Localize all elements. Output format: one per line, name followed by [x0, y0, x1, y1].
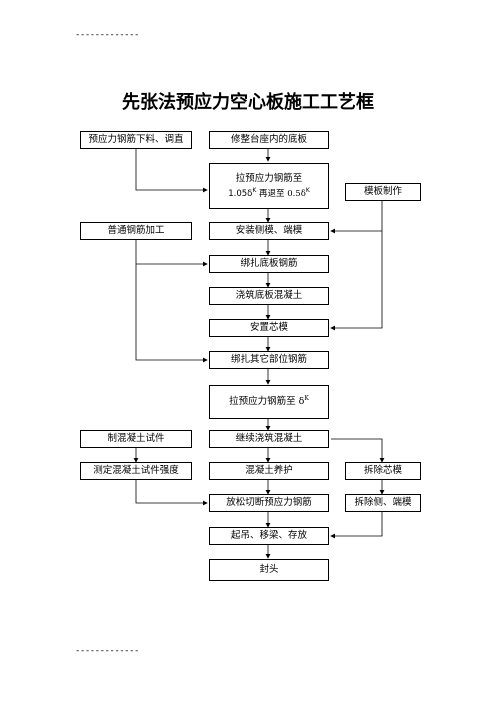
formula-part: 1.05δ [228, 188, 253, 199]
step-bind-other-rebar: 绑扎其它部位钢筋 [209, 351, 329, 369]
step-pour-bottom-concrete: 浇筑底板混凝土 [209, 287, 329, 305]
step-ordinary-rebar: 普通钢筋加工 [80, 222, 192, 240]
formula-part: 拉预应力钢筋至 δ [229, 396, 305, 408]
step-label: 安置芯模 [249, 322, 288, 334]
step-make-specimens: 制混凝土试件 [80, 430, 192, 448]
step-label: 制混凝土试件 [107, 433, 165, 445]
step-test-specimen-strength: 测定混凝土试件强度 [80, 462, 192, 480]
step-label: 混凝土养护 [245, 465, 293, 477]
step-lift-move-store: 起吊、移梁、存放 [209, 527, 329, 545]
step-label: 继续浇筑混凝土 [235, 433, 303, 445]
footer-rule: ------------- [75, 646, 139, 656]
formula-sup: K [305, 186, 310, 194]
step-label: 安装侧模、端模 [235, 225, 303, 237]
step-continue-pouring: 继续浇筑混凝土 [209, 430, 329, 448]
step-label: 修整台座内的底板 [230, 134, 307, 146]
formula-part: 再退至 0.5δ [256, 188, 306, 199]
formula-sup: K [304, 395, 309, 403]
step-label: 拆除侧、端模 [354, 497, 412, 509]
header-rule: ------------- [75, 30, 139, 40]
step-label-formula: 1.05δK 再退至 0.5δK [228, 186, 310, 201]
step-concrete-curing: 混凝土养护 [209, 462, 329, 480]
step-tension-initial: 拉预应力钢筋至 1.05δK 再退至 0.5δK [209, 163, 329, 209]
step-seal-ends: 封头 [209, 559, 329, 581]
step-bind-bottom-rebar: 绑扎底板钢筋 [209, 255, 329, 273]
step-label: 测定混凝土试件强度 [93, 465, 179, 477]
formula-sup: K [252, 186, 257, 194]
step-label: 绑扎其它部位钢筋 [230, 354, 307, 366]
step-formwork-making: 模板制作 [345, 183, 421, 201]
step-remove-core-mold: 拆除芯模 [345, 462, 421, 480]
step-label: 起吊、移梁、存放 [230, 530, 307, 542]
page-title: 先张法预应力空心板施工工艺框 [122, 92, 374, 113]
step-tension-final: 拉预应力钢筋至 δK [209, 385, 329, 419]
step-label: 预应力钢筋下料、调直 [88, 134, 184, 146]
step-label: 拉预应力钢筋至 [235, 172, 303, 184]
step-trim-base: 修整台座内的底板 [209, 131, 329, 149]
step-label: 封头 [259, 564, 279, 576]
step-label: 绑扎底板钢筋 [240, 258, 298, 270]
step-label: 拆除芯模 [363, 465, 402, 477]
step-prestress-cutting: 预应力钢筋下料、调直 [80, 131, 192, 149]
step-remove-side-end-forms: 拆除侧、端模 [345, 494, 421, 512]
step-release-cut-strands: 放松切断预应力钢筋 [209, 494, 329, 512]
step-label: 浇筑底板混凝土 [235, 290, 303, 302]
step-label: 放松切断预应力钢筋 [226, 497, 312, 509]
step-label: 模板制作 [363, 186, 402, 198]
step-label: 普通钢筋加工 [107, 225, 165, 237]
step-install-side-form: 安装侧模、端模 [209, 222, 329, 240]
step-label-formula: 拉预应力钢筋至 δK [229, 394, 309, 409]
step-place-core-mold: 安置芯模 [209, 319, 329, 337]
